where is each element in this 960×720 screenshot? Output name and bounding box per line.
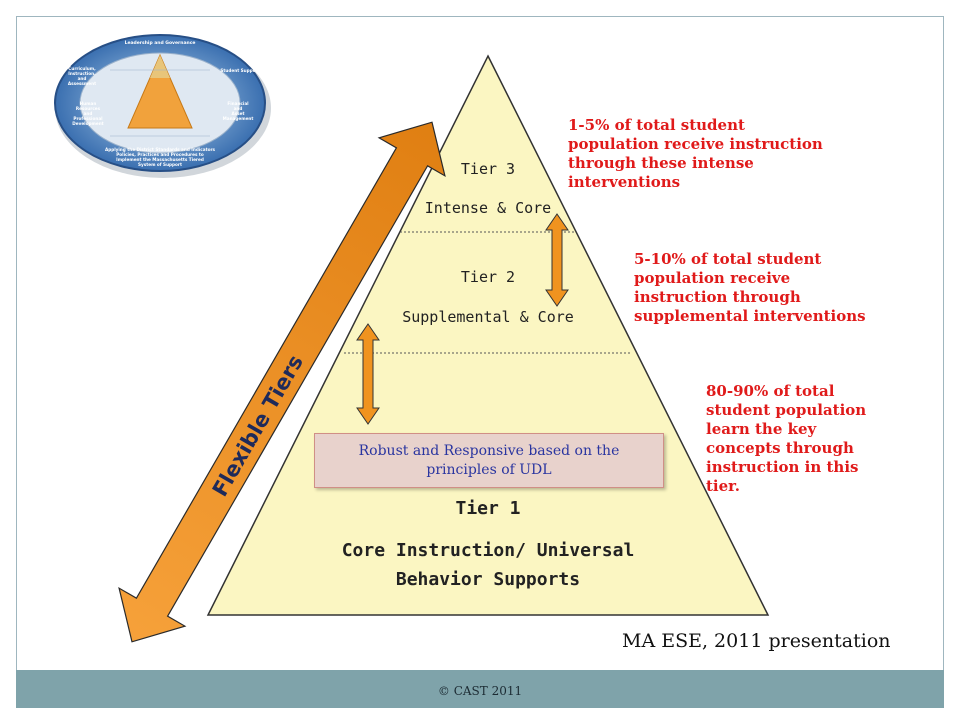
tier1-line2: Behavior Supports	[395, 569, 581, 590]
tier1-note-line: 80-90% of total	[706, 382, 835, 400]
tier3-tier2-arrow	[545, 213, 569, 307]
logo-bottom-3: Implement the Massachusetts Tiered	[116, 157, 204, 162]
logo-left2-1: Human	[80, 101, 97, 106]
logo-right2-1: Financial	[227, 101, 249, 106]
tier3-subtitle: Intense & Core	[424, 199, 552, 217]
tier1-note-line: tier.	[706, 477, 740, 495]
tier2-note-line: supplemental interventions	[634, 307, 866, 325]
tier1-note-line: learn the key	[706, 420, 817, 438]
udl-line-2: principles of UDL	[426, 461, 552, 478]
tier2-name: Tier 2	[460, 268, 516, 286]
footer-bar	[16, 670, 944, 708]
tier2-note-line: 5-10% of total student	[634, 250, 822, 268]
logo-left-2: Instruction,	[68, 71, 96, 76]
logo-left-3: and	[78, 76, 87, 81]
logo-ring-text: Leadership and Governance	[125, 40, 196, 46]
logo-top-text: Leadership and Governance	[125, 40, 196, 46]
logo-right-1: Student Support	[220, 68, 259, 73]
logo-left2-3: and	[84, 111, 93, 116]
tier3-note-line: interventions	[568, 173, 681, 191]
tier3-note: 1-5% of total student population receive…	[568, 116, 823, 192]
udl-line-1: Robust and Responsive based on the	[358, 442, 620, 459]
logo-right2-3: Asset	[231, 111, 244, 116]
tier1-line1: Core Instruction/ Universal	[341, 540, 635, 561]
tier1-note-line: student population	[706, 401, 867, 419]
logo-left2-2: Resources	[76, 106, 101, 111]
logo-left2-5: Development	[72, 121, 103, 126]
tier3-note-line: 1-5% of total student	[568, 116, 745, 134]
tier2-note-line: population receive	[634, 269, 791, 287]
logo-left2-4: Professional	[73, 116, 103, 121]
tier1-note-line: instruction in this	[706, 458, 859, 476]
logo-right2-4: Management	[223, 116, 254, 121]
logo-right2-2: and	[234, 106, 243, 111]
tier2-subtitle: Supplemental & Core	[402, 308, 574, 326]
tier1-note-line: concepts through	[706, 439, 854, 457]
tier1-name: Tier 1	[455, 498, 521, 519]
tier3-name: Tier 3	[460, 160, 516, 178]
tier2-note-line: instruction through	[634, 288, 801, 306]
logo-left-4: Assessment	[68, 81, 96, 86]
framework-logo: Leadership and Governance Curriculum, In…	[54, 34, 271, 178]
logo-bottom-4: System of Support	[138, 162, 182, 167]
tier1-note: 80-90% of total student population learn…	[706, 382, 866, 496]
udl-box-text: Robust and Responsive based on the princ…	[349, 442, 630, 480]
logo-pyramid	[127, 53, 193, 129]
logo-bottom-1: Applying the District Standards and Indi…	[105, 147, 216, 152]
tier2-tier1-arrow	[356, 323, 380, 425]
logo-pyramid-top	[150, 55, 170, 78]
footer-copyright: © CAST 2011	[437, 684, 523, 698]
tier3-note-line: population receive instruction	[568, 135, 823, 153]
presentation-credit: MA ESE, 2011 presentation	[622, 630, 891, 652]
logo-left-1: Curriculum,	[68, 66, 96, 71]
logo-bottom-2: Policies, Practices and Procedures to	[116, 152, 204, 157]
udl-box: Robust and Responsive based on the princ…	[314, 433, 664, 488]
tier2-note: 5-10% of total student population receiv…	[634, 250, 866, 326]
tier3-note-line: through these intense	[568, 154, 754, 172]
